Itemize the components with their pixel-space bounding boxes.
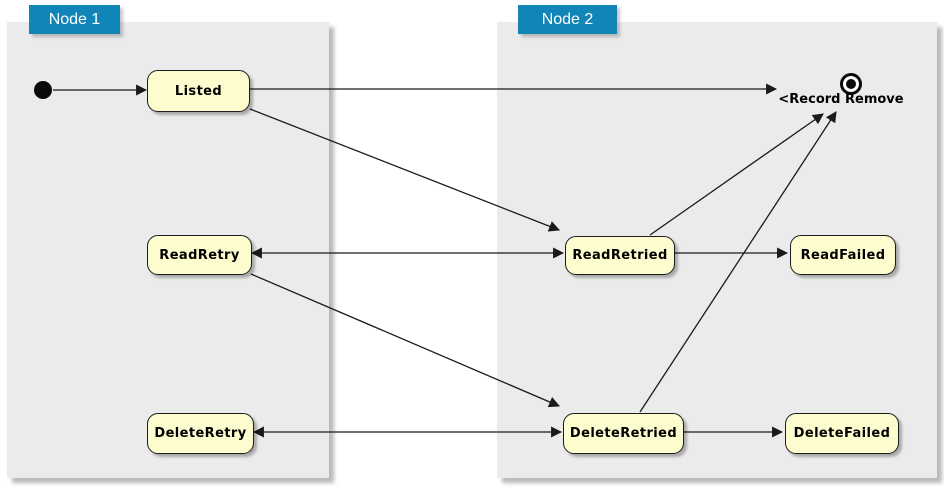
state-deleteretry-label: DeleteRetry	[154, 426, 247, 441]
state-readretried: ReadRetried	[565, 236, 675, 275]
state-readretried-label: ReadRetried	[572, 248, 668, 263]
state-readfailed: ReadFailed	[790, 235, 896, 275]
state-listed-label: Listed	[174, 83, 223, 99]
final-state-circle	[840, 73, 862, 95]
node1-title: Node 1	[48, 10, 101, 28]
edge-readretry-to-deleteretried	[250, 273, 561, 408]
node2-header-tab: Node 2	[518, 5, 617, 34]
edge-listed-to-readretried	[249, 108, 561, 232]
state-deletefailed-label: DeleteFailed	[793, 426, 891, 441]
final-state-inner-dot	[846, 79, 856, 89]
initial-state-dot	[34, 81, 52, 99]
edge-deleteretried-to-final	[639, 111, 837, 413]
state-listed: Listed	[147, 70, 250, 112]
edge-readretried-to-final	[649, 113, 824, 236]
state-deleteretried-label: DeleteRetried	[569, 426, 678, 441]
node2-title: Node 2	[541, 10, 594, 28]
state-deletefailed: DeleteFailed	[785, 413, 899, 454]
state-readretry: ReadRetry	[147, 235, 252, 275]
state-deleteretried: DeleteRetried	[563, 413, 684, 454]
state-readretry-label: ReadRetry	[159, 247, 240, 263]
state-deleteretry: DeleteRetry	[147, 413, 254, 454]
node1-header-tab: Node 1	[29, 5, 120, 34]
final-state-label: <Record Remove	[778, 92, 904, 107]
state-readfailed-label: ReadFailed	[800, 247, 886, 263]
